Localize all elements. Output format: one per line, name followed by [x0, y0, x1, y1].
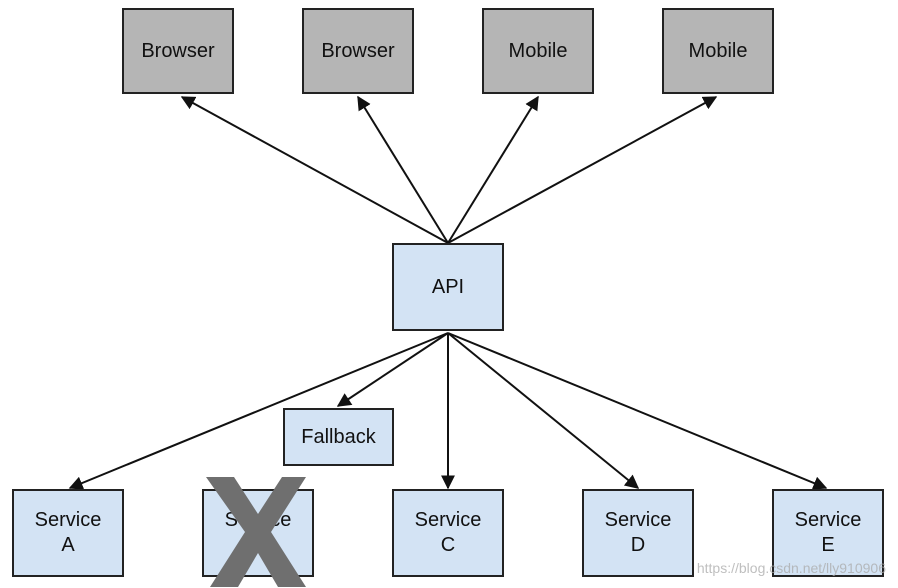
browser-node-2-label: Browser: [321, 39, 395, 62]
watermark-text: https://blog.csdn.net/lly910906: [696, 560, 886, 576]
service-a-label-line-1: Service: [34, 509, 102, 531]
service-a-label-line-2: A: [61, 534, 75, 556]
mobile-node-1-label: Mobile: [508, 39, 568, 62]
service-e-label: Service E: [795, 508, 862, 558]
api-node: API: [392, 243, 504, 331]
service-b-node: Service B: [202, 489, 314, 577]
service-b-label-line-1: Service: [224, 509, 292, 531]
fallback-node-label: Fallback: [301, 425, 376, 448]
service-c-node: Service C: [392, 489, 504, 577]
service-d-label: Service D: [605, 508, 672, 558]
service-c-label-line-2: C: [440, 534, 456, 556]
edge-api-to-service-e: [447, 332, 828, 490]
edge-api-to-service-a: [68, 332, 449, 490]
edge-api-to-fallback: [336, 332, 449, 407]
browser-node-2: Browser: [302, 8, 414, 94]
service-e-node: Service E: [772, 489, 884, 577]
edge-api-to-service-d: [447, 332, 640, 489]
mobile-node-2-label: Mobile: [688, 39, 748, 62]
service-b-label: Service B: [225, 508, 292, 558]
edge-api-to-mobile-1: [447, 95, 539, 244]
fallback-node: Fallback: [283, 408, 394, 466]
edge-api-to-mobile-2: [447, 96, 718, 244]
service-e-label-line-1: Service: [794, 509, 862, 531]
service-d-label-line-1: Service: [604, 509, 672, 531]
mobile-node-2: Mobile: [662, 8, 774, 94]
service-d-node: Service D: [582, 489, 694, 577]
service-c-label-line-1: Service: [414, 509, 482, 531]
api-node-label: API: [431, 275, 465, 298]
service-b-label-line-2: B: [251, 534, 265, 556]
mobile-node-1: Mobile: [482, 8, 594, 94]
service-a-label: Service A: [35, 508, 102, 558]
service-c-label: Service C: [415, 508, 482, 558]
edge-api-to-browser-2: [357, 95, 449, 244]
browser-node-1: Browser: [122, 8, 234, 94]
edge-api-to-browser-1: [180, 96, 449, 244]
service-a-node: Service A: [12, 489, 124, 577]
service-e-label-line-2: E: [821, 534, 835, 556]
service-d-label-line-2: D: [630, 534, 646, 556]
browser-node-1-label: Browser: [141, 39, 215, 62]
